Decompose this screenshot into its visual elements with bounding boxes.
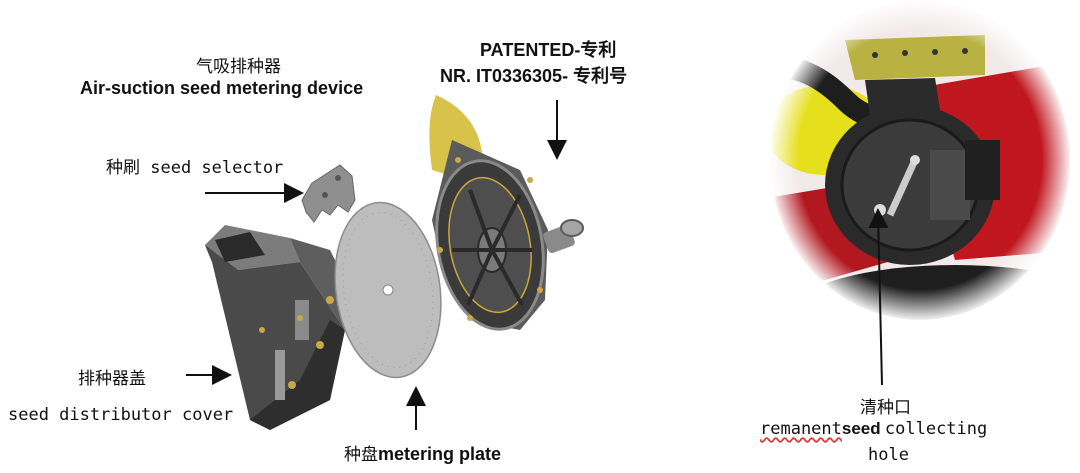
device-label-cn: 气吸排种器 [196,57,281,77]
seed-distributor-cover-part [205,225,350,430]
collecting-hole-word-remanent: remanent [760,419,842,439]
cover-label-cn: 排种器盖 [78,369,146,389]
metering-plate-part [334,201,442,379]
collecting-hole-label-en: remanentseed collecting [760,419,987,439]
device-label-en: Air-suction seed metering device [80,78,364,98]
collecting-hole-label-line2: hole [868,445,909,465]
patented-label: PATENTED-专利 [480,40,617,60]
installed-device-photo [768,0,1072,322]
metering-plate-label: 种盘metering plate [344,440,501,465]
patent-number-label: NR. IT0336305- 专利号 [440,66,628,86]
metering-plate-label-cn: 种盘 [344,445,378,465]
collecting-hole-word-seed: seed [841,419,881,438]
seed-selector-label: 种刷 seed selector [106,158,284,178]
cover-label-en: seed distributor cover [8,405,234,425]
exploded-view-illustration [205,95,584,430]
metering-plate-label-en: metering plate [378,444,502,464]
collecting-hole-label-cn: 清种口 [860,398,911,418]
air-suction-housing-part [429,95,584,331]
collecting-hole-word-collecting: collecting [884,419,988,439]
seed-selector-part [301,164,356,223]
